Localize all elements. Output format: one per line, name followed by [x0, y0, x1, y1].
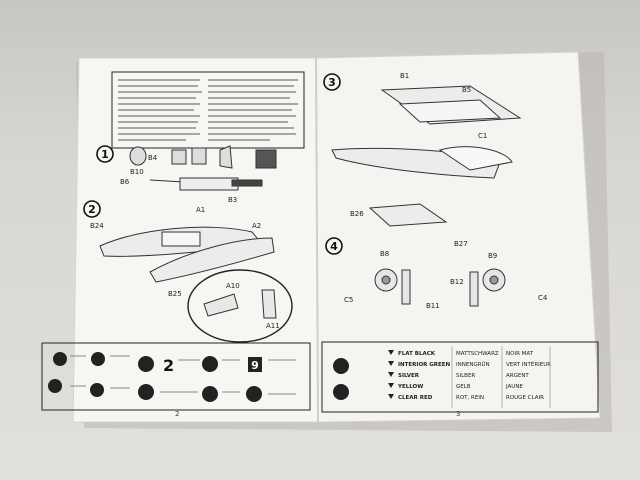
svg-text:YELLOW: YELLOW [397, 384, 423, 390]
part-label-a11: A11 [266, 322, 280, 330]
svg-text:ROUGE CLAIR: ROUGE CLAIR [506, 395, 544, 401]
part-label-b3: B3 [228, 196, 237, 204]
left-legend-icons [48, 352, 262, 402]
part-label-a2: A2 [252, 222, 261, 230]
warning-text-box [111, 71, 305, 149]
svg-text:JAUNE: JAUNE [505, 384, 523, 390]
tail-parts [203, 289, 277, 319]
part-label-b5: B5 [462, 86, 471, 94]
color-table [321, 341, 599, 413]
step-4-marker: 4 [325, 237, 343, 255]
svg-text:CLEAR RED: CLEAR RED [398, 395, 433, 401]
color-row-3: YELLOW GELB JAUNE [388, 383, 523, 390]
svg-text:9: 9 [251, 359, 259, 372]
cockpit-parts [129, 145, 277, 191]
legend-badge: 9 [248, 357, 262, 372]
svg-text:1: 1 [101, 148, 109, 161]
part-label-b25: B25 [168, 290, 182, 298]
part-label-b24: B24 [90, 222, 104, 230]
step-2-marker: 2 [83, 200, 101, 218]
color-rows: FLAT BLACK MATTSCHWARZ NOIR MAT INTERIOR… [388, 350, 551, 401]
part-label-c1: C1 [478, 132, 487, 140]
svg-text:NOIR MAT: NOIR MAT [506, 351, 534, 357]
svg-text:2: 2 [88, 203, 96, 216]
part-label-b1: B1 [400, 72, 409, 80]
right-page-number: 3 [456, 410, 460, 418]
legend-step-count: 2 [163, 356, 174, 375]
left-page-number: 2 [175, 410, 179, 418]
svg-text:3: 3 [328, 76, 336, 89]
part-label-b6: B6 [120, 178, 130, 186]
color-table-icons [333, 358, 349, 400]
part-label-b26: B26 [350, 210, 364, 218]
svg-text:FLAT BLACK: FLAT BLACK [398, 351, 436, 357]
part-label-b4: B4 [148, 154, 158, 162]
part-label-b8: B8 [380, 250, 389, 258]
part-label-c4: C4 [538, 294, 548, 302]
svg-text:4: 4 [330, 240, 338, 253]
left-legend-box [41, 342, 311, 411]
svg-text:ARGENT: ARGENT [506, 373, 529, 379]
part-label-b27: B27 [454, 240, 468, 248]
svg-text:MATTSCHWARZ: MATTSCHWARZ [456, 351, 499, 357]
warning-text-lines [118, 79, 298, 141]
svg-text:VERT INTÉRIEUR: VERT INTÉRIEUR [506, 360, 551, 368]
color-row-2: SILVER SILBER ARGENT [388, 372, 529, 379]
step-1-marker: 1 [96, 145, 114, 163]
step-3-marker: 3 [323, 73, 341, 91]
color-row-0: FLAT BLACK MATTSCHWARZ NOIR MAT [388, 350, 534, 357]
tail-detail-circle [187, 269, 293, 343]
svg-text:SILVER: SILVER [398, 373, 420, 379]
svg-text:GELB: GELB [456, 384, 471, 390]
svg-text:INNENGRÜN: INNENGRÜN [456, 361, 490, 368]
left-legend-text [70, 355, 296, 395]
part-label-c5: C5 [344, 296, 353, 304]
part-label-b9: B9 [488, 252, 497, 260]
part-label-b10: B10 [130, 168, 144, 176]
svg-text:INTERIOR GREEN: INTERIOR GREEN [398, 362, 451, 368]
part-label-b11: B11 [426, 302, 440, 310]
color-row-4: CLEAR RED ROT, REIN ROUGE CLAIR [388, 394, 544, 401]
wing-assembly [331, 85, 522, 227]
part-label-a10: A10 [226, 282, 240, 290]
svg-text:ROT, REIN: ROT, REIN [456, 395, 484, 401]
svg-text:SILBER: SILBER [456, 373, 475, 379]
fuselage-halves [99, 226, 275, 283]
part-label-a1: A1 [196, 206, 205, 214]
color-table-grid [451, 346, 551, 408]
center-fold [315, 57, 319, 423]
landing-gear [374, 268, 506, 307]
color-row-1: INTERIOR GREEN INNENGRÜN VERT INTÉRIEUR [388, 360, 551, 368]
part-label-b12: B12 [450, 278, 464, 286]
